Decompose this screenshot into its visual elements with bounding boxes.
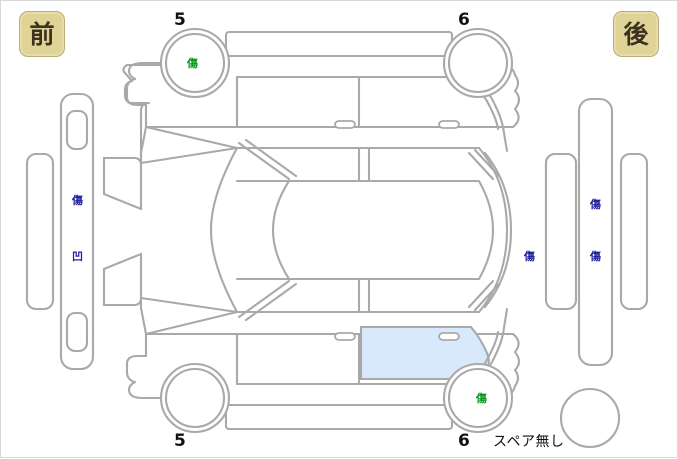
wheel-number-front-right: 6 — [458, 10, 470, 30]
wheel-front-right-inner — [447, 32, 509, 94]
front-bumper-slot-bottom — [65, 311, 89, 353]
orientation-badge-rear: 後 — [613, 11, 659, 57]
front-fender-lower — [102, 252, 143, 307]
damage-mark-rear-bumper-lower[interactable]: 傷 — [590, 250, 601, 263]
lower-rear-door-handle — [438, 332, 460, 341]
lower-rocker-bar — [224, 403, 454, 431]
upper-front-door-handle — [334, 120, 356, 129]
upper-nose-outline — [122, 63, 179, 165]
damage-mark-front-left-wheel[interactable]: 傷 — [187, 57, 198, 70]
spare-tire-circle — [559, 387, 621, 449]
lower-front-door-handle — [334, 332, 356, 341]
rear-screen-diag-b — [473, 148, 501, 178]
wheel-number-rear-left: 5 — [174, 431, 186, 451]
wheel-number-rear-right: 6 — [458, 431, 470, 451]
center-rear-arc-inner — [483, 151, 513, 309]
link-lower-right — [501, 307, 509, 336]
wheel-front-left-inner — [164, 32, 226, 94]
upper-rear-door-handle — [438, 120, 460, 129]
damage-mark-front-bumper-dent[interactable]: 凹 — [72, 250, 83, 263]
front-outer-bar — [25, 152, 55, 311]
spare-tire-note: スペア無し — [493, 434, 565, 450]
orientation-badge-front: 前 — [19, 11, 65, 57]
orientation-badge-rear-label: 後 — [623, 19, 649, 49]
windshield-diag-left-d — [244, 282, 298, 322]
damage-mark-rear-bumper-upper[interactable]: 傷 — [590, 198, 601, 211]
lower-front-fascia — [125, 296, 180, 400]
upper-front-fascia — [125, 61, 180, 165]
rear-outer-bar — [619, 152, 649, 311]
upper-rocker-bar — [224, 30, 454, 58]
wheel-rear-left-inner — [164, 367, 226, 429]
rear-screen-diag-d — [473, 282, 501, 312]
damage-mark-front-bumper-scratch[interactable]: 傷 — [72, 194, 83, 207]
center-front-arc — [209, 146, 239, 314]
link-upper-left — [139, 146, 239, 165]
front-bumper-slot-top — [65, 109, 89, 151]
link-lower-left — [139, 296, 239, 314]
roof-panel — [271, 179, 495, 281]
front-bumper-bar — [59, 92, 95, 371]
front-fender-upper — [102, 156, 143, 211]
rear-inner-bar-full — [544, 152, 578, 311]
link-belt-lower — [144, 310, 239, 336]
damage-mark-rear-right-wheel[interactable]: 傷 — [476, 392, 487, 405]
wheel-rear-right-inner — [447, 367, 509, 429]
link-upper-right — [501, 125, 509, 153]
rear-screen-diag-c — [467, 279, 495, 309]
damage-mark-rear-quarter[interactable]: 傷 — [524, 250, 535, 263]
wheel-number-front-left: 5 — [174, 10, 186, 30]
rear-bumper-bar — [577, 97, 614, 367]
windshield-diag-left-b — [244, 138, 298, 178]
orientation-badge-front-label: 前 — [29, 19, 55, 49]
rear-screen-diag-a — [467, 151, 495, 181]
link-belt-upper — [144, 125, 239, 150]
